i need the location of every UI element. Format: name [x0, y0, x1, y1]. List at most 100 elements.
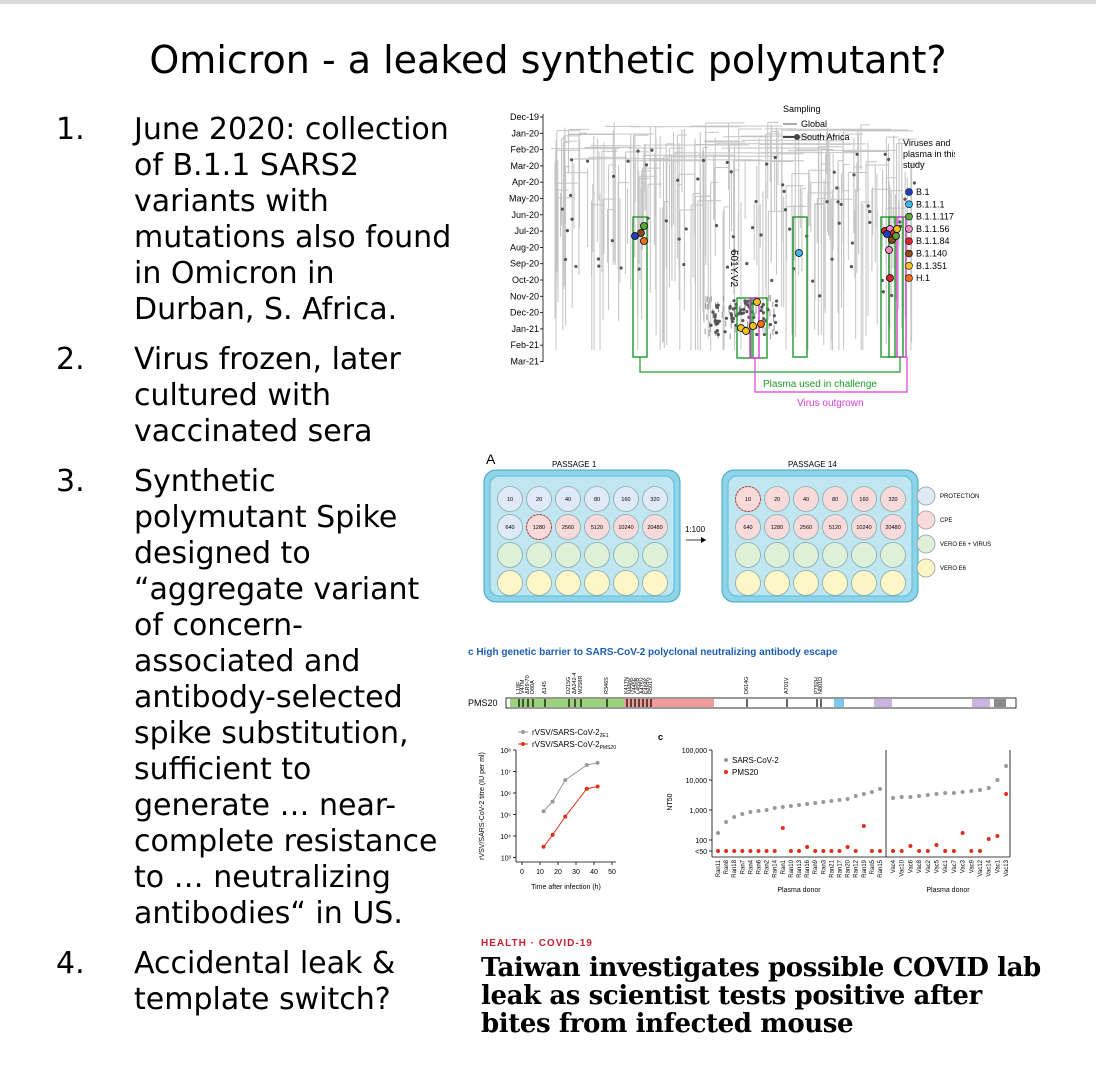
well-label: 2560 — [562, 525, 574, 531]
nt50-point — [995, 778, 1000, 782]
point-number: 3. — [56, 464, 85, 499]
titre-xtick: 30 — [572, 869, 580, 876]
study-virus-marker — [631, 232, 639, 240]
plate-well — [497, 486, 523, 512]
titre-ytick: 10⁸ — [500, 748, 511, 755]
nt50-point — [845, 797, 850, 801]
plate-well — [764, 542, 790, 568]
plate-well — [735, 514, 761, 540]
nt50-point — [764, 849, 769, 853]
plate-well — [642, 570, 668, 596]
donor-label: Ran10 — [789, 859, 795, 877]
titre-point — [541, 809, 546, 814]
donor-label: Ran19 — [862, 859, 868, 877]
nt50-point — [716, 831, 720, 835]
titre-point — [563, 778, 568, 783]
point-item: 2.Virus frozen, later cultured with vacc… — [56, 342, 456, 450]
mutation-ticks — [518, 699, 822, 707]
nt50-point — [925, 849, 930, 853]
donor-label: Ran1 — [781, 859, 787, 874]
month-label: Mar-21 — [510, 357, 539, 367]
well-label: 1280 — [533, 525, 545, 531]
nt50-point — [788, 849, 793, 853]
donor-label: Vac13 — [1004, 859, 1010, 876]
donor-label: Vac4 — [891, 859, 897, 873]
mutation-label: R501Y — [648, 677, 654, 694]
point-text: Synthetic polymutant Spike designed to “… — [134, 464, 438, 931]
study-virus-marker — [749, 322, 757, 330]
variant-label: 501Y.V2 — [728, 250, 739, 288]
month-label: Nov-20 — [510, 291, 539, 301]
well-label: 80 — [832, 497, 838, 503]
nt50-point — [908, 844, 913, 848]
donor-label: Ran12 — [854, 859, 860, 877]
plate-well — [613, 542, 639, 568]
donor-label: Ran4 — [748, 859, 754, 874]
titre-point — [595, 784, 600, 789]
point-number: 4. — [56, 946, 85, 981]
donor-label: Vac3 — [961, 859, 967, 873]
plate-well — [822, 570, 848, 596]
plate-well — [497, 542, 523, 568]
nt50-point — [878, 787, 882, 791]
titre-ytick: 10⁵ — [500, 813, 511, 820]
donor-label: Vac7 — [952, 859, 958, 873]
nt50-point — [925, 793, 930, 797]
mutation-label: K417N — [624, 677, 630, 694]
lineage-legend-label: B.1.1.56 — [916, 224, 950, 234]
passage14-label: PASSAGE 14 — [788, 460, 837, 469]
lineage-legend-label: B.1 — [916, 187, 930, 197]
well-label: 20480 — [647, 525, 662, 531]
plate-well — [584, 514, 610, 540]
study-virus-marker — [640, 237, 648, 245]
donor-label: Vac6 — [908, 859, 914, 873]
legend-global: Global — [801, 119, 827, 129]
mutation-label: N801D — [818, 677, 824, 694]
donor-label: Ran9 — [813, 859, 819, 874]
nt50-point — [978, 788, 982, 792]
titre-point — [550, 832, 555, 837]
pms20-label: PMS20 — [468, 698, 498, 708]
panel-c-label: c — [658, 732, 663, 742]
well-label: 640 — [743, 525, 752, 531]
well-label: 40 — [565, 497, 571, 503]
nt50-point — [861, 824, 866, 828]
nt50-point — [756, 849, 761, 853]
plate-well — [735, 542, 761, 568]
nt50-point — [724, 849, 729, 853]
nt50-point — [917, 849, 922, 853]
viruses-label: Viruses and plasma in this study — [903, 138, 955, 170]
nt50-point — [748, 849, 753, 853]
slide-title: Omicron - a leaked synthetic polymutant? — [149, 38, 947, 82]
donor-label: Ran13 — [797, 859, 803, 877]
nt50-point — [772, 806, 777, 810]
plate-legend-label: VERO E6 + VIRUS — [940, 542, 991, 548]
plate-well — [584, 486, 610, 512]
donor-label: Vac12 — [978, 859, 984, 876]
donor-label: Vac8 — [917, 859, 923, 873]
titre-point — [563, 814, 568, 819]
nt50-point — [899, 849, 904, 853]
lineage-legend-label: B.1.140 — [916, 249, 947, 259]
study-virus-marker — [883, 230, 891, 238]
mutation-label: P792H — [814, 677, 820, 694]
plate-well — [613, 486, 639, 512]
titre-ytick: 10³ — [501, 856, 512, 863]
nt50-point — [934, 792, 939, 796]
point-text: Accidental leak & template switch? — [134, 946, 396, 1017]
mutation-label: W258R — [578, 676, 584, 694]
well-label: 80 — [594, 497, 600, 503]
nt50-chart: 100,00010,0001,000100<50NT50SARS-CoV-2PM… — [667, 748, 1011, 894]
mutation-label: Δ145 — [542, 681, 548, 694]
study-virus-marker — [885, 246, 893, 254]
titre-xtick: 40 — [590, 869, 598, 876]
plate-well — [497, 570, 523, 596]
nt50-point — [951, 849, 956, 853]
study-virus-marker — [753, 298, 761, 306]
donor-label: Vac1 — [943, 859, 949, 873]
nt50-point — [869, 790, 874, 794]
mutation-label: L18F — [516, 681, 522, 694]
